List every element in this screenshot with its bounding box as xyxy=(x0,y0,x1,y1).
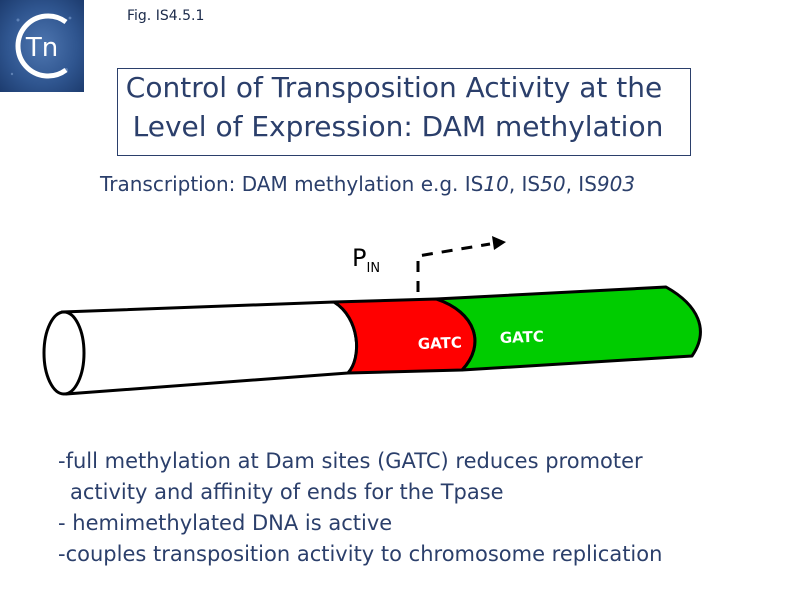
cylinder-green-segment xyxy=(434,285,702,372)
bullet-item: - hemimethylated DNA is active xyxy=(58,511,393,535)
gatc-site-red: GATC xyxy=(418,333,463,353)
bullet-item: -full methylation at Dam sites (GATC) re… xyxy=(58,449,643,473)
title-box xyxy=(117,68,691,156)
figure-label: Fig. IS4.5.1 xyxy=(127,8,205,24)
transcription-arrow xyxy=(416,242,491,292)
subtitle-is10: 10 xyxy=(483,172,509,196)
subtitle-is50: 50 xyxy=(540,172,566,196)
cylinder-end-ellipse xyxy=(42,310,86,396)
subtitle-is903: 903 xyxy=(596,172,636,196)
bullet-list: -full methylation at Dam sites (GATC) re… xyxy=(58,446,778,570)
promoter-label: PIN xyxy=(352,244,380,276)
bullet-item: -couples transposition activity to chrom… xyxy=(58,542,663,566)
subtitle: Transcription: DAM methylation e.g. IS10… xyxy=(100,172,635,196)
page-title-line-2: Level of Expression: DAM methylation xyxy=(132,110,664,143)
cylinder-red-segment xyxy=(332,297,477,375)
subtitle-sep-1: , IS xyxy=(508,172,541,196)
bullet-item-continuation: activity and affinity of ends for the Tp… xyxy=(70,480,504,504)
dna-cylinder-diagram: PIN GATC GATC xyxy=(42,236,702,396)
page-title-line-1: Control of Transposition Activity at the xyxy=(125,71,663,104)
transcription-arrowhead xyxy=(492,236,506,250)
promoter-label-sub: IN xyxy=(366,261,380,276)
promoter-label-main: P xyxy=(352,244,366,272)
tn-logo: Tn xyxy=(0,0,84,92)
logo-text: Tn xyxy=(25,33,58,63)
subtitle-sep-2: , IS xyxy=(565,172,597,196)
cylinder-white-segment xyxy=(60,300,359,396)
gatc-site-green: GATC xyxy=(500,327,545,347)
subtitle-prefix: Transcription: DAM methylation e.g. IS xyxy=(100,172,484,196)
